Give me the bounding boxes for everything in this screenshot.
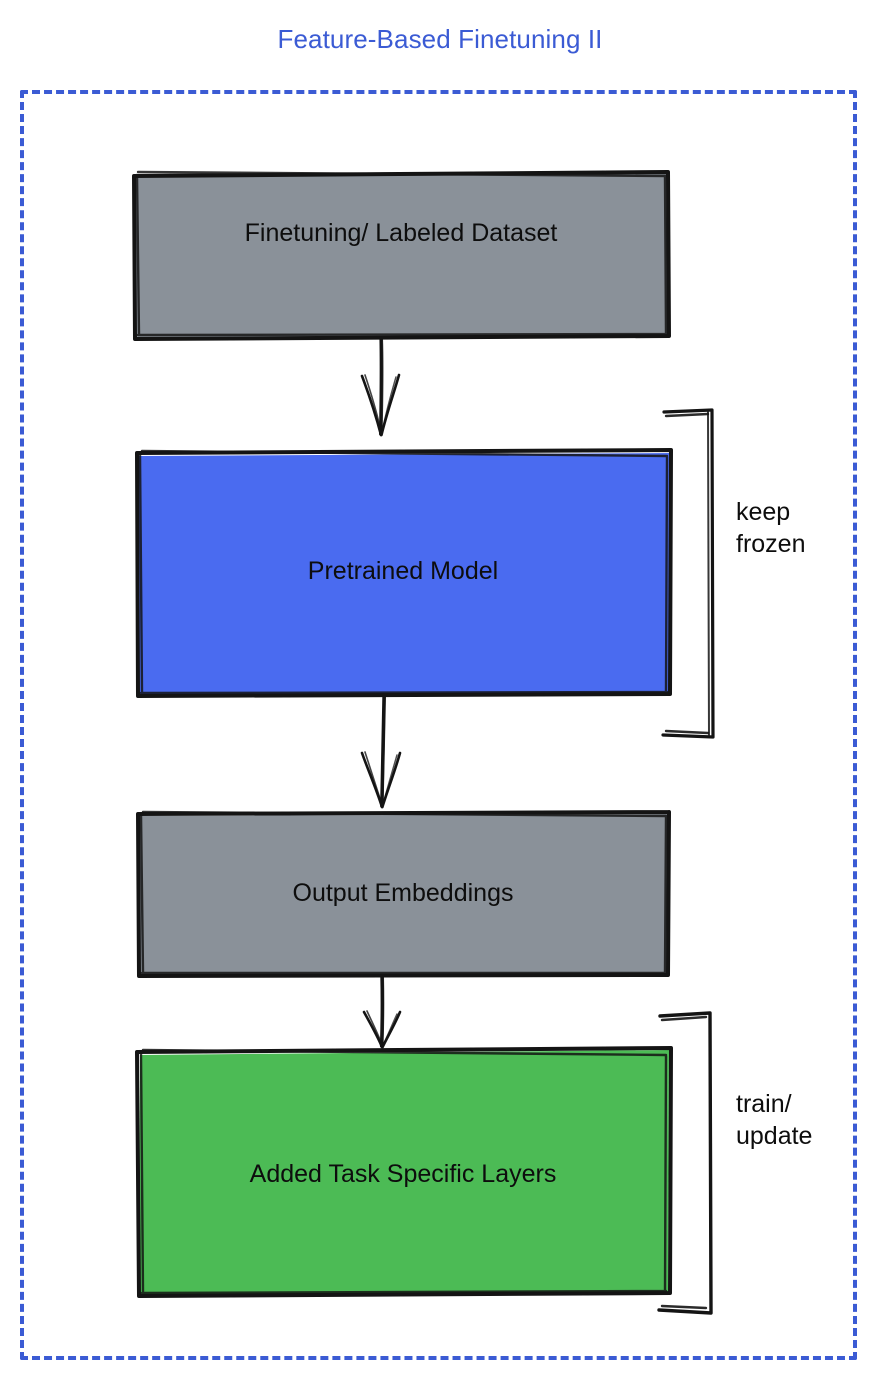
node-finetuning-labeled-dataset[interactable]: Finetuning/ Labeled Dataset [131,170,671,341]
node-label: Output Embeddings [292,879,514,907]
node-added-task-specific-layers[interactable]: Added Task Specific Layers [133,1046,673,1298]
node-shape-green [135,1046,673,1298]
node-shape-gray [132,170,671,341]
node-shape-blue [135,448,673,698]
node-output-embeddings[interactable]: Output Embeddings [135,810,671,978]
page-title: Feature-Based Finetuning II [277,24,603,54]
node-shape-gray [136,810,671,978]
node-pretrained-model[interactable]: Pretrained Model [133,448,673,698]
annotation-train-update: train/ update [736,1090,813,1150]
node-label: Finetuning/ Labeled Dataset [244,219,558,247]
dashed-group-frame [20,90,857,1360]
node-label: Added Task Specific Layers [249,1160,557,1188]
annotation-keep-frozen: keep frozen [736,498,806,558]
node-label: Pretrained Model [307,557,499,585]
